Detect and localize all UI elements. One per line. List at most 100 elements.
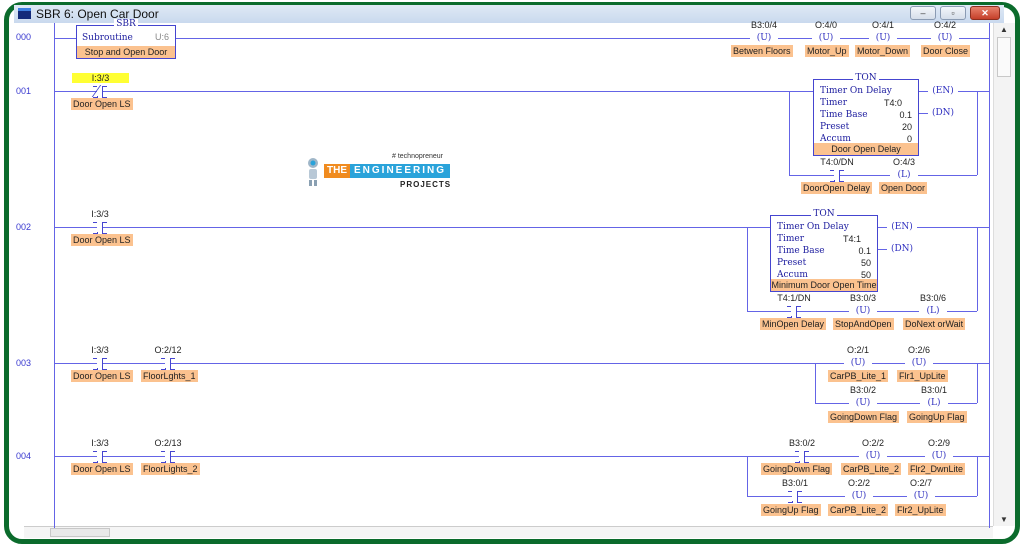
- normally-open-contact-icon[interactable]: [157, 358, 179, 370]
- coil-tag: StopAndOpen: [833, 318, 894, 330]
- unlatch-coil-icon[interactable]: (U): [931, 32, 959, 44]
- vertical-scroll-thumb[interactable]: [997, 37, 1011, 77]
- contact-address: T4:1/DN: [777, 293, 811, 303]
- contact-address: T4:0/DN: [820, 157, 854, 167]
- preset-value: 20: [901, 122, 912, 132]
- unlatch-coil-icon[interactable]: (U): [925, 450, 953, 462]
- timer-value: T4:0: [883, 98, 902, 108]
- logo-projects: PROJECTS: [400, 180, 452, 189]
- normally-open-contact-icon[interactable]: [783, 306, 805, 318]
- coil-tag: Flr2_DwnLite: [908, 463, 966, 475]
- left-power-rail: [54, 23, 55, 528]
- branch-wire: [815, 363, 816, 403]
- latch-coil-icon[interactable]: (L): [890, 169, 918, 181]
- normally-open-contact-icon[interactable]: [157, 451, 179, 463]
- coil-address: B3:0/4: [750, 20, 778, 30]
- time-base-label: Time Base: [777, 246, 825, 256]
- rung-wire: [54, 363, 989, 364]
- coil-address: B3:0/1: [920, 385, 948, 395]
- coil-tag: GoingDown Flag: [828, 411, 900, 423]
- normally-open-contact-icon[interactable]: [89, 222, 111, 234]
- time-base-value: 0.1: [858, 246, 871, 256]
- vertical-scrollbar[interactable]: ▲ ▼: [993, 23, 1015, 526]
- accum-value: 50: [860, 270, 871, 280]
- accum-label: Accum: [820, 134, 851, 144]
- coil-address: O:2/2: [861, 438, 884, 448]
- timer-name: Timer On Delay: [777, 222, 849, 232]
- contact-tag: FloorLghts_1: [141, 370, 198, 382]
- branch-wire: [747, 456, 748, 496]
- contact-tag: GoingDown Flag: [761, 463, 833, 475]
- normally-open-contact-icon[interactable]: [784, 491, 806, 503]
- normally-open-contact-icon[interactable]: [826, 170, 848, 182]
- latch-coil-icon[interactable]: (L): [920, 397, 948, 409]
- scroll-up-arrow-icon[interactable]: ▲: [1000, 25, 1008, 34]
- preset-label: Preset: [777, 258, 807, 268]
- coil-tag: Motor_Up: [805, 45, 849, 57]
- contact-address: O:2/13: [154, 438, 182, 448]
- coil-tag: CarPB_Lite_2: [841, 463, 902, 475]
- contact-tag: Door Open LS: [71, 98, 133, 110]
- dn-label: DN: [935, 108, 951, 118]
- robot-icon: [308, 158, 318, 186]
- timer-label: Timer: [777, 234, 805, 244]
- timer-title: TON: [811, 209, 837, 219]
- restore-button[interactable]: ▫: [940, 6, 966, 20]
- normally-open-contact-icon[interactable]: [89, 358, 111, 370]
- coil-tag: CarPB_Lite_2: [828, 504, 889, 516]
- contact-address: I:3/3: [91, 209, 109, 219]
- sbr-instruction[interactable]: SBR Subroutine U:6 Stop and Open Door: [76, 19, 176, 59]
- coil-tag: Open Door: [879, 182, 928, 194]
- coil-tag: Flr1_UpLite: [897, 370, 948, 382]
- close-button[interactable]: ✕: [970, 6, 1000, 20]
- contact-tag: GoingUp Flag: [761, 504, 821, 516]
- timer-title: TON: [853, 73, 879, 83]
- contact-address: O:2/12: [154, 345, 182, 355]
- coil-address: O:2/9: [927, 438, 950, 448]
- unlatch-coil-icon[interactable]: (U): [859, 450, 887, 462]
- unlatch-coil-icon[interactable]: (U): [869, 32, 897, 44]
- unlatch-coil-icon[interactable]: (U): [907, 490, 935, 502]
- normally-open-contact-icon[interactable]: [791, 451, 813, 463]
- contact-address: I:3/3: [91, 345, 109, 355]
- contact-address: I:3/3: [91, 438, 109, 448]
- rung-wire: [878, 227, 989, 228]
- coil-tag: Door Close: [921, 45, 971, 57]
- unlatch-coil-icon[interactable]: (U): [750, 32, 778, 44]
- en-label: EN: [935, 86, 951, 96]
- coil-tag: Betwen Floors: [731, 45, 793, 57]
- timer-description: Minimum Door Open Time: [771, 279, 877, 291]
- normally-closed-contact-icon[interactable]: [89, 85, 111, 98]
- contact-address: I:3/3: [72, 73, 129, 83]
- unlatch-coil-icon[interactable]: (U): [905, 357, 933, 369]
- branch-wire: [789, 175, 977, 176]
- rung-number: 001: [16, 86, 32, 96]
- normally-open-contact-icon[interactable]: [89, 451, 111, 463]
- unlatch-coil-icon[interactable]: (U): [845, 490, 873, 502]
- unlatch-coil-icon[interactable]: (U): [812, 32, 840, 44]
- accum-value: 0: [906, 134, 912, 144]
- coil-address: O:2/2: [847, 478, 870, 488]
- minimize-button[interactable]: –: [910, 6, 936, 20]
- rung-number: 002: [16, 222, 32, 232]
- coil-address: O:4/3: [892, 157, 915, 167]
- rung-wire: [54, 91, 819, 92]
- coil-tag: Motor_Down: [855, 45, 911, 57]
- branch-wire: [977, 363, 978, 403]
- coil-address: O:4/2: [933, 20, 956, 30]
- horizontal-scrollbar[interactable]: [24, 526, 993, 538]
- unlatch-coil-icon[interactable]: (U): [844, 357, 872, 369]
- time-base-label: Time Base: [820, 110, 868, 120]
- branch-wire: [977, 227, 978, 311]
- scroll-down-arrow-icon[interactable]: ▼: [1000, 515, 1008, 524]
- branch-wire: [789, 91, 790, 175]
- latch-coil-icon[interactable]: (L): [919, 305, 947, 317]
- unlatch-coil-icon[interactable]: (U): [849, 305, 877, 317]
- coil-tag: DoNext orWait: [903, 318, 966, 330]
- horizontal-scroll-thumb[interactable]: [50, 528, 110, 537]
- unlatch-coil-icon[interactable]: (U): [849, 397, 877, 409]
- engineering-projects-logo: # technopreneur THE ENGINEERING PROJECTS: [306, 153, 450, 195]
- coil-address: B3:0/2: [849, 385, 877, 395]
